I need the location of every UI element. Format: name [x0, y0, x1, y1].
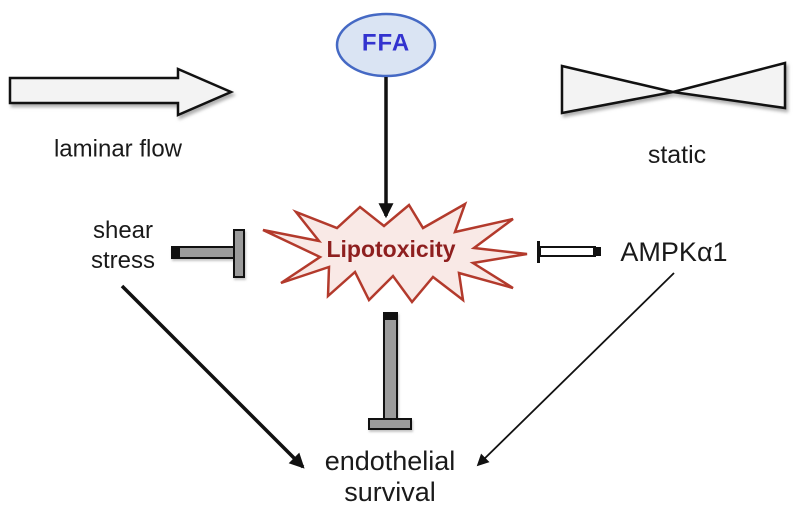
ampk-to-survival-arrow [476, 272, 675, 467]
ffa-node-ellipse [335, 12, 437, 78]
shear-stress-label: shear stress [90, 217, 155, 274]
lipotoxicity-label: Lipotoxicity [326, 236, 456, 263]
ffa-label: FFA [361, 29, 411, 57]
shear-stress-inhibition-bar [171, 229, 245, 278]
static-bowtie-icon [560, 61, 787, 115]
lipotoxicity-starburst [262, 201, 528, 305]
laminar-flow-label: laminar flow [53, 135, 183, 163]
laminar-flow-arrow-icon [8, 67, 235, 117]
ampk-inhibition-bar [537, 241, 601, 263]
shear-to-survival-arrow [120, 284, 305, 469]
lipotoxicity-inhibition-bar [368, 312, 412, 430]
endothelial-survival-label: endothelial survival [324, 445, 456, 507]
ampk-alpha1-label: AMPKα1 [620, 236, 728, 267]
static-label: static [647, 141, 707, 169]
